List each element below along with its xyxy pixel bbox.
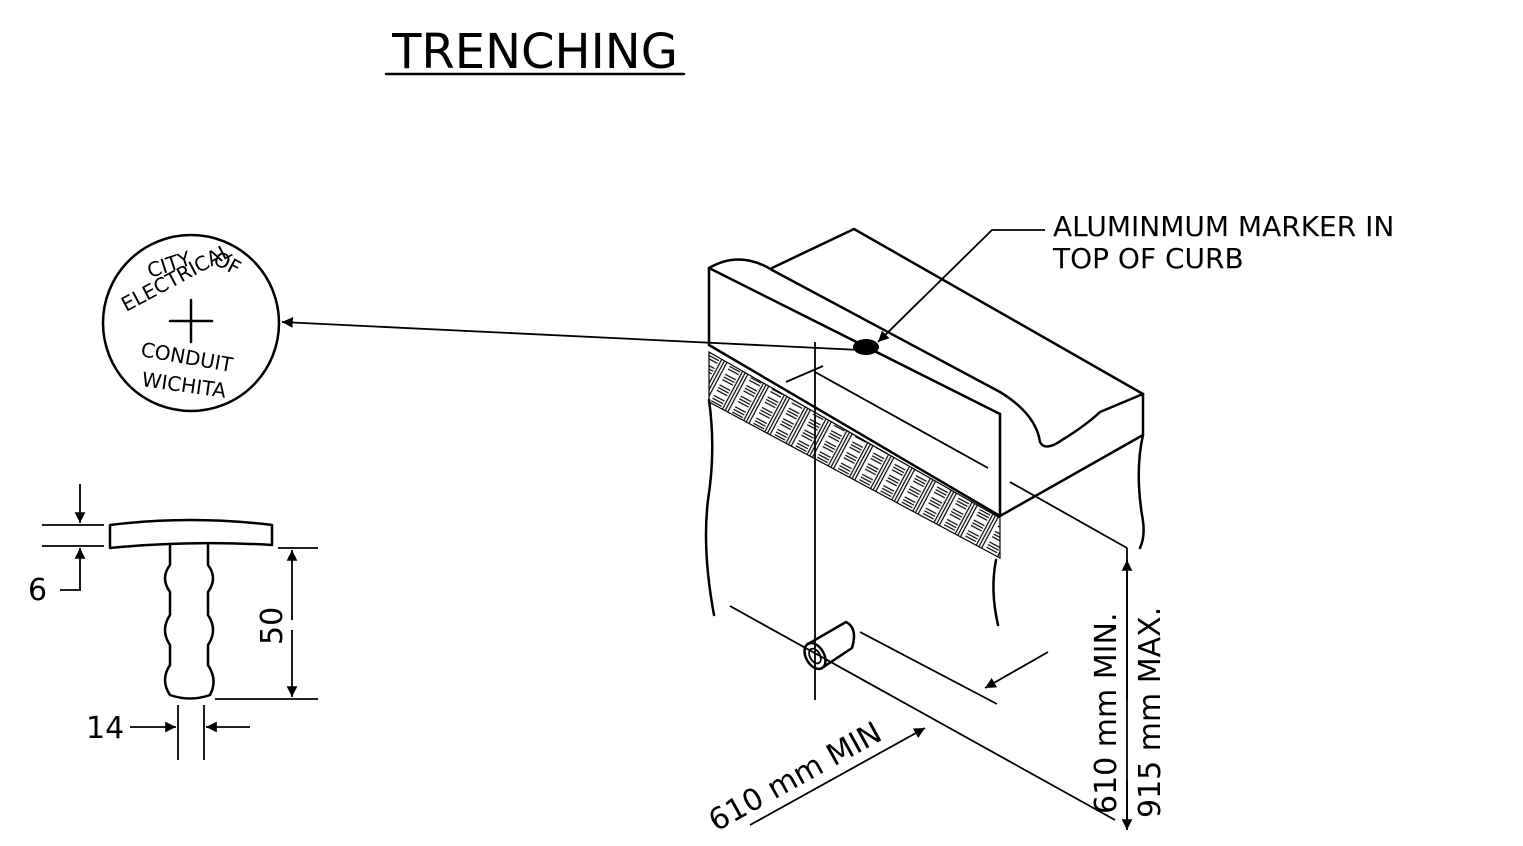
depth-min-label: 610 mm MIN. [1089, 613, 1124, 815]
marker-tick [785, 365, 824, 383]
horiz-dim-label: 610 mm MIN [703, 715, 888, 839]
curb-top-profile [707, 258, 1145, 448]
horiz-dim-arrow-1 [749, 727, 926, 826]
marker-stem [163, 543, 215, 700]
stem-length-label: 50 [255, 607, 290, 645]
marker-location [853, 339, 879, 355]
curb-back-edge [770, 227, 1145, 396]
depth-dim-ext [1009, 481, 1128, 549]
trench-wall-far [1137, 433, 1145, 550]
curb-face-dim-line [814, 371, 989, 469]
marker-seal: CITY OF ELECTRICAL CONDUIT WICHITA [101, 233, 281, 413]
curb-end-face [998, 392, 1145, 518]
head-dim-arrow-bottom [60, 548, 86, 591]
seal-outline [101, 233, 281, 413]
callout-leader-arrow [877, 229, 1045, 343]
curb-front-top [707, 266, 1002, 416]
trench-wall-right [992, 558, 1000, 627]
depth-max-label: 915 mm MAX. [1133, 607, 1168, 818]
soil-hatch-band [708, 350, 1001, 560]
head-thickness-label: 6 [28, 573, 47, 608]
horiz-dim-ext-2 [859, 631, 998, 705]
curb-block [704, 227, 1145, 627]
marker-callout-line1: ALUMINMUM MARKER IN [1053, 210, 1394, 243]
page-title: TRENCHING [391, 24, 678, 80]
trench-wall-left [704, 398, 716, 617]
curb-front-bottom [707, 343, 1002, 518]
seal-leader-arrow [281, 317, 861, 351]
marker-callout-line2: TOP OF CURB [1052, 242, 1244, 275]
horiz-dim-ext-1 [729, 605, 1116, 821]
marker-head [108, 518, 274, 550]
horiz-dim-arrow-2 [984, 651, 1049, 689]
marker-profile [108, 518, 274, 700]
conduit-pipe [803, 620, 856, 671]
stem-width-label: 14 [86, 711, 124, 746]
